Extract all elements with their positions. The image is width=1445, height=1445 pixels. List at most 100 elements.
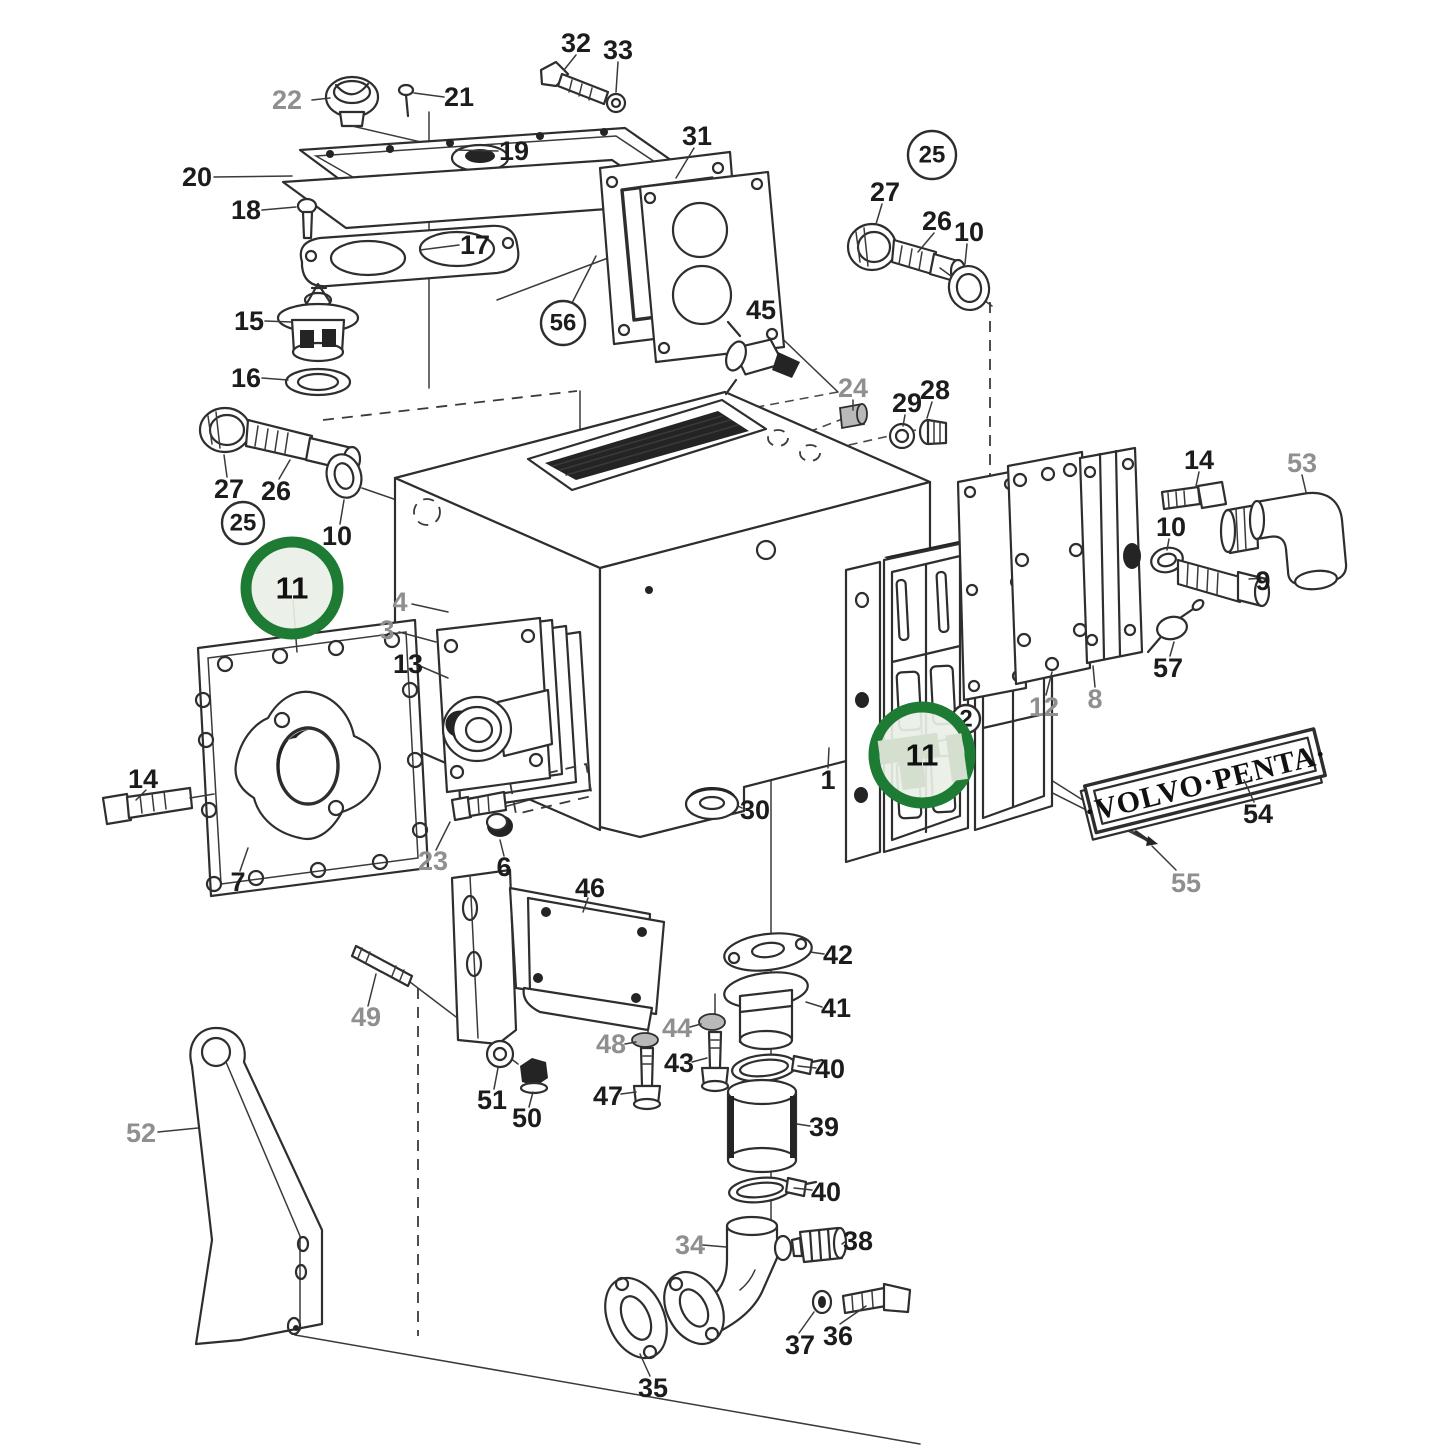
part-label-44: 44 <box>662 1013 692 1043</box>
bolt-43 <box>700 1030 730 1093</box>
bolt-47 <box>632 1046 662 1111</box>
part-label-43: 43 <box>664 1048 694 1078</box>
sleeve-39 <box>726 1078 798 1174</box>
part-label-40: 40 <box>811 1177 841 1207</box>
screw-18 <box>296 197 318 240</box>
part-label-48: 48 <box>596 1029 626 1059</box>
nut-50 <box>519 1058 549 1095</box>
left-end-plates <box>435 616 594 816</box>
circled-ref-56: 56 <box>539 299 587 347</box>
washer-44 <box>698 1013 726 1031</box>
bolt-14-left <box>101 786 215 826</box>
part-label-27: 27 <box>214 474 244 504</box>
part-label-7: 7 <box>230 867 245 897</box>
part-label-8: 8 <box>1087 684 1102 714</box>
end-cover-8 <box>1078 446 1144 665</box>
part-label-29: 29 <box>892 388 922 418</box>
part-label-14: 14 <box>128 764 158 794</box>
bolt-14-right <box>1160 480 1228 511</box>
bolt-23 <box>450 790 508 822</box>
grommet-30 <box>684 786 740 821</box>
part-label-52: 52 <box>126 1118 156 1148</box>
part-label-30: 30 <box>740 795 770 825</box>
part-label-33: 33 <box>603 35 633 65</box>
circled-ref-text: 25 <box>230 510 257 537</box>
part-label-26: 26 <box>922 206 952 236</box>
elbow-flange <box>663 1271 725 1345</box>
part-label-50: 50 <box>512 1103 542 1133</box>
highlighted-part-number: 11 <box>276 571 309 606</box>
seal-ring-10-right <box>1150 546 1184 574</box>
highlight-circle-11[interactable]: 11 <box>240 536 344 640</box>
seal-ring-10-left <box>325 453 363 499</box>
part-label-28: 28 <box>920 375 950 405</box>
part-label-39: 39 <box>809 1112 839 1142</box>
part-label-6: 6 <box>496 852 511 882</box>
bolt-6 <box>485 812 513 837</box>
part-label-10: 10 <box>322 521 352 551</box>
part-label-20: 20 <box>182 162 212 192</box>
part-label-47: 47 <box>593 1081 623 1111</box>
drain-cock-57 <box>1146 598 1205 654</box>
part-label-1: 1 <box>820 765 835 795</box>
flange-42 <box>723 932 813 972</box>
circled-ref-25: 25 <box>220 500 266 546</box>
fitting-41 <box>723 971 809 1051</box>
part-label-35: 35 <box>638 1373 668 1403</box>
part-label-38: 38 <box>843 1226 873 1256</box>
exhaust-flange-31 <box>598 150 786 364</box>
part-label-45: 45 <box>746 295 776 325</box>
part-label-22: 22 <box>272 85 302 115</box>
part-label-49: 49 <box>351 1002 381 1032</box>
part-label-34: 34 <box>675 1230 705 1260</box>
plug-38 <box>790 1226 848 1264</box>
part-label-37: 37 <box>785 1330 815 1360</box>
circled-ref-text: 56 <box>550 310 577 337</box>
circled-ref-text: 25 <box>919 142 946 169</box>
highlighted-part-number: 11 <box>906 738 939 773</box>
bracket-52 <box>189 1026 324 1346</box>
washer-37 <box>811 1289 833 1315</box>
bolt-36 <box>841 1282 912 1315</box>
plug-27-26-left <box>198 406 362 473</box>
part-label-32: 32 <box>561 28 591 58</box>
part-label-12: 12 <box>1029 692 1059 722</box>
plug-24 <box>839 402 868 430</box>
highlight-circle-11[interactable]: 11 <box>868 701 976 809</box>
bracket-46 <box>450 868 666 1046</box>
screw-21 <box>397 83 415 118</box>
clamp-40-lower <box>728 1176 818 1204</box>
end-plate-12 <box>1006 450 1092 686</box>
part-label-46: 46 <box>575 873 605 903</box>
plug-28 <box>918 418 948 446</box>
part-label-31: 31 <box>682 121 712 151</box>
rubber-elbow-53 <box>1219 491 1348 591</box>
part-label-23: 23 <box>418 846 448 876</box>
part-label-14: 14 <box>1184 445 1214 475</box>
nipple-9 <box>1176 558 1271 608</box>
clamp-40-upper <box>731 1053 824 1083</box>
part-label-16: 16 <box>231 363 261 393</box>
thermostat-15 <box>276 282 360 363</box>
part-label-9: 9 <box>1255 566 1270 596</box>
part-label-4: 4 <box>392 587 407 617</box>
seal-ring-16 <box>284 367 352 397</box>
part-label-17: 17 <box>460 230 490 260</box>
part-label-51: 51 <box>477 1085 507 1115</box>
highlight-layer: 11 11 <box>240 536 976 809</box>
part-label-24: 24 <box>838 373 868 403</box>
part-label-40: 40 <box>815 1054 845 1084</box>
part-label-19: 19 <box>499 136 529 166</box>
circled-ref-25: 25 <box>906 129 958 181</box>
part-label-36: 36 <box>823 1321 853 1351</box>
gasket-17 <box>299 224 520 288</box>
part-label-26: 26 <box>261 476 291 506</box>
end-plate-7 <box>194 618 430 898</box>
part-label-41: 41 <box>821 993 851 1023</box>
part-label-10: 10 <box>1156 512 1186 542</box>
part-label-54: 54 <box>1243 799 1273 829</box>
part-label-3: 3 <box>379 615 394 645</box>
